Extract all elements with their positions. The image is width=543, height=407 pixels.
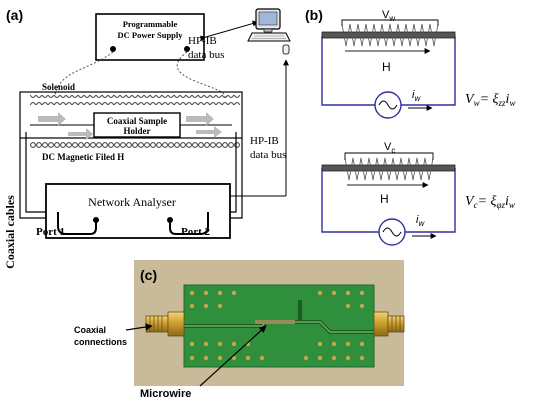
voltage-bracket-top: [341, 19, 439, 26]
panel-b: (b) Vw H iw Vw= ξzziw: [305, 7, 515, 246]
equation-top: Vw= ξzziw: [465, 92, 515, 108]
power-supply-box: [95, 13, 205, 61]
voltage-top-label: Vw: [382, 9, 395, 23]
pickup-coil-bottom: [344, 157, 434, 181]
panel-a-label: (a): [6, 7, 23, 23]
hpib-right-line2: data bus: [250, 149, 286, 161]
holder-line2: Holder: [124, 126, 151, 136]
voltage-bracket-bottom: [344, 152, 434, 160]
field-label: DC Magnetic Filed H: [42, 152, 124, 162]
cable-left-inner: [25, 132, 52, 213]
field-bottom-label: H: [380, 192, 389, 206]
computer-icon: [247, 8, 291, 55]
panel-c-label: (c): [140, 267, 157, 283]
panel-a: (a) Programmable DC Power Supply HP-IB d…: [3, 7, 291, 269]
port1-connector: [93, 217, 99, 223]
solenoid-label: Solenoid: [42, 82, 75, 92]
power-supply-line1: Programmable: [123, 19, 178, 29]
port1-cable: [57, 212, 97, 235]
network-analyser-label: Network Analyser: [88, 195, 176, 209]
power-terminal-left: [110, 46, 116, 52]
coaxial-connections-arrow: [125, 323, 153, 331]
equation-bottom: Vc= ξφziw: [465, 194, 515, 210]
hpib-top-arrow: [199, 20, 259, 42]
pickup-coil-top: [341, 23, 439, 47]
sma-connector-left: [145, 311, 185, 337]
power-supply-line2: DC Power Supply: [117, 30, 183, 40]
cable-left-outer: [19, 138, 46, 219]
microwire-bottom: [321, 164, 456, 172]
microwire-label: Microwire: [140, 388, 191, 400]
power-terminal-right: [184, 46, 190, 52]
solenoid-coil-top: [30, 95, 240, 105]
coaxial-connections-line2: connections: [74, 337, 127, 347]
coaxial-connections-line1: Coaxial: [74, 325, 106, 335]
network-analyser-box: [45, 183, 231, 239]
holder-line1: Coaxial Sample: [107, 116, 167, 126]
port1-label: Port 1: [36, 226, 65, 238]
field-top-label: H: [382, 60, 391, 74]
panel-b-label: (b): [305, 7, 323, 23]
coaxial-outer-frame: [19, 91, 243, 139]
circuit-bottom: Vc H iw Vc= ξφziw: [321, 141, 515, 246]
hpib-right-line1: HP-IB: [250, 135, 279, 147]
sma-connector-right: [373, 311, 405, 337]
field-arrows: [38, 112, 222, 140]
sine-icon-bottom: [382, 227, 402, 237]
hpib-top-line1: HP-IB: [188, 35, 217, 47]
port2-label: Port 2: [181, 226, 211, 238]
microwire-arrow: [199, 325, 267, 387]
hpib-top-line2: data bus: [188, 49, 224, 61]
port2-cable: [169, 212, 209, 235]
supply-wire-right: [176, 51, 226, 99]
supply-wire-left: [54, 51, 114, 96]
cable-right-outer: [230, 138, 243, 219]
solenoid-coil-bottom: [30, 139, 240, 149]
voltage-bottom-label: Vc: [384, 141, 395, 155]
circuit-top: Vw H iw Vw= ξzziw: [321, 9, 515, 119]
current-top-label: iw: [412, 89, 421, 103]
coaxial-cables-label: Coaxial cables: [3, 195, 17, 269]
pcb-vias: [189, 290, 365, 361]
sine-icon-top: [378, 100, 398, 110]
current-bottom-label: iw: [416, 214, 425, 228]
microwire-sample: [255, 320, 295, 324]
panel-c: (c): [74, 260, 405, 400]
port2-connector: [167, 217, 173, 223]
